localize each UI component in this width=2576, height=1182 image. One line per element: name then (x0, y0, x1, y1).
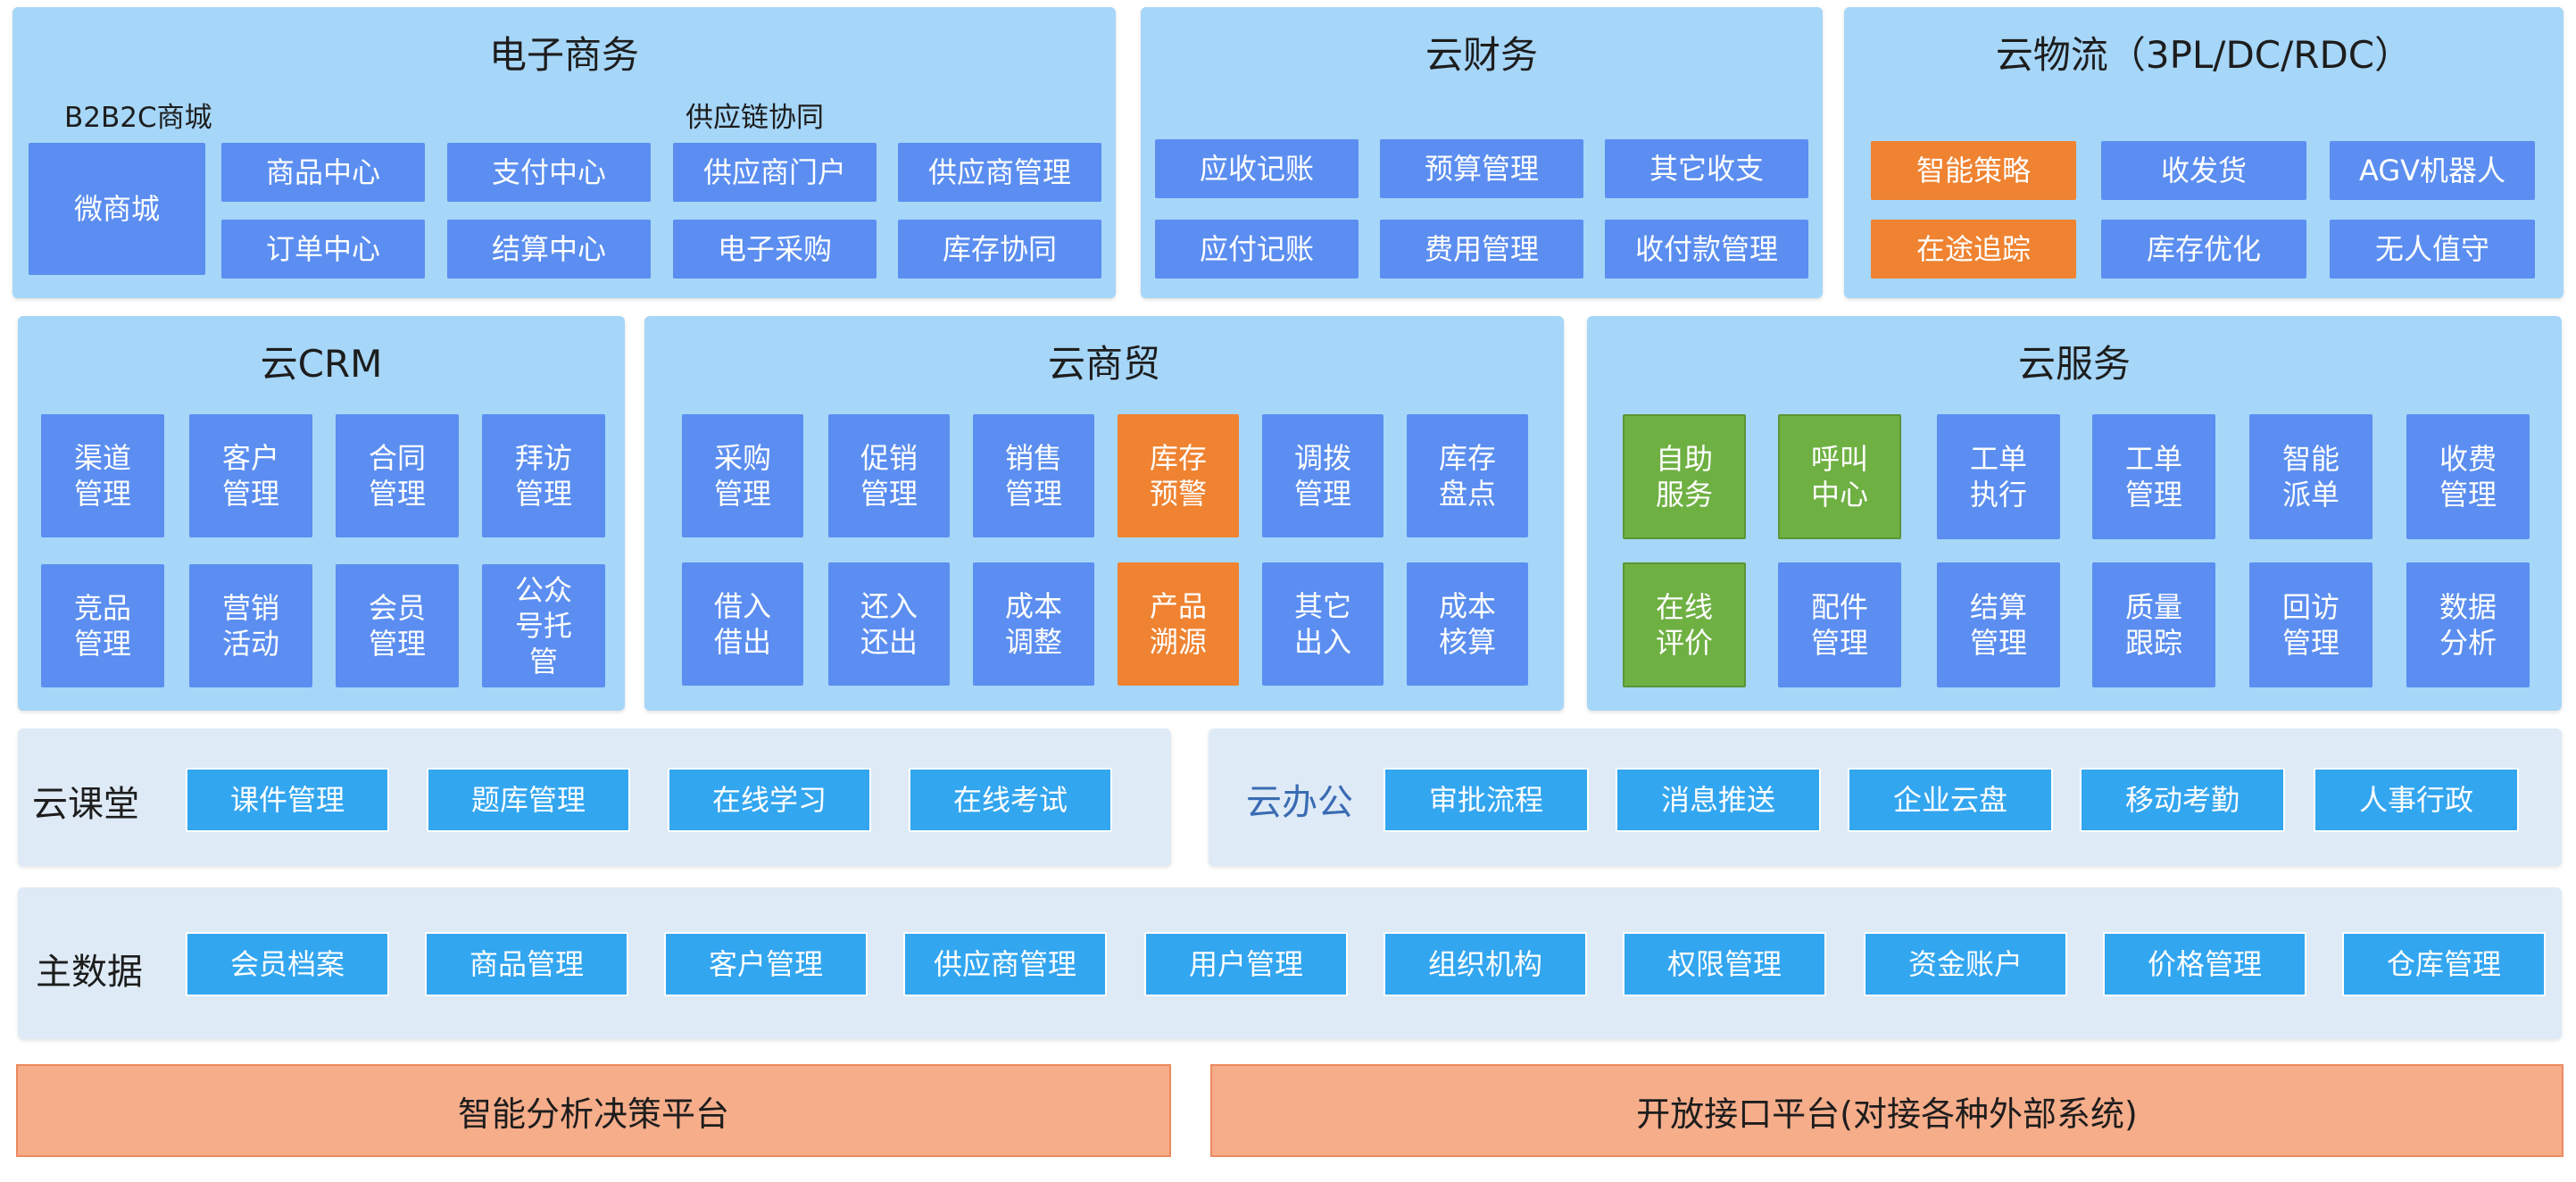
module-other-in-out[interactable]: 其它出入 (1262, 562, 1384, 686)
b2b2c-mall-label: B2B2C商城 (64, 102, 212, 134)
module-supplier-management[interactable]: 供应商管理 (898, 143, 1101, 202)
module-visit-management[interactable]: 拜访管理 (482, 414, 605, 537)
module-approval-flow[interactable]: 审批流程 (1384, 768, 1589, 832)
module-budget[interactable]: 预算管理 (1380, 139, 1583, 198)
module-self-service[interactable]: 自助服务 (1623, 414, 1746, 539)
module-permission-management[interactable]: 权限管理 (1623, 932, 1826, 996)
module-data-analysis[interactable]: 数据分析 (2406, 562, 2530, 687)
module-enterprise-cloud-drive[interactable]: 企业云盘 (1848, 768, 2053, 832)
module-customer-data[interactable]: 客户管理 (664, 932, 868, 996)
module-wechat-mall[interactable]: 微商城 (29, 143, 205, 275)
module-in-transit-tracking[interactable]: 在途追踪 (1871, 220, 2076, 279)
module-online-exam[interactable]: 在线考试 (909, 768, 1112, 832)
module-channel-management[interactable]: 渠道管理 (41, 414, 164, 537)
module-cost-accounting[interactable]: 成本核算 (1407, 562, 1528, 686)
module-supplier-data[interactable]: 供应商管理 (903, 932, 1107, 996)
crm-panel: 云CRM 渠道管理 客户管理 合同管理 拜访管理 竞品管理 营销活动 会员管理 … (18, 316, 625, 711)
module-official-account-hosting[interactable]: 公众号托管 (482, 564, 605, 687)
module-parts-management[interactable]: 配件管理 (1778, 562, 1901, 687)
logistics-panel: 云物流（3PL/DC/RDC） 智能策略 在途追踪 收发货 库存优化 AGV机器… (1844, 7, 2564, 298)
module-mobile-attendance[interactable]: 移动考勤 (2080, 768, 2285, 832)
module-transfer-management[interactable]: 调拨管理 (1262, 414, 1384, 537)
module-online-review[interactable]: 在线评价 (1623, 562, 1746, 687)
module-work-order-execution[interactable]: 工单执行 (1937, 414, 2060, 539)
module-billing-management[interactable]: 收费管理 (2406, 414, 2530, 539)
module-unmanned-duty[interactable]: 无人值守 (2330, 220, 2535, 279)
module-expense[interactable]: 费用管理 (1380, 220, 1583, 279)
crm-title: 云CRM (260, 342, 383, 386)
module-product-traceability[interactable]: 产品溯源 (1118, 562, 1239, 686)
module-payment-collection[interactable]: 收付款管理 (1605, 220, 1808, 279)
module-courseware[interactable]: 课件管理 (186, 768, 389, 832)
module-product-center[interactable]: 商品中心 (221, 143, 425, 202)
ecommerce-panel: 电子商务 B2B2C商城 供应链协同 微商城 商品中心 订单中心 支付中心 结算… (12, 7, 1116, 298)
module-fund-account[interactable]: 资金账户 (1864, 932, 2067, 996)
module-cost-adjustment[interactable]: 成本调整 (973, 562, 1094, 686)
module-product-management[interactable]: 商品管理 (425, 932, 628, 996)
module-message-push[interactable]: 消息推送 (1616, 768, 1821, 832)
module-inventory-collaboration[interactable]: 库存协同 (898, 220, 1101, 279)
module-sales-management[interactable]: 销售管理 (973, 414, 1094, 537)
logistics-title: 云物流（3PL/DC/RDC） (1995, 33, 2413, 77)
classroom-label: 云课堂 (32, 784, 139, 825)
module-borrow-in-out[interactable]: 借入借出 (682, 562, 803, 686)
module-settlement-center[interactable]: 结算中心 (447, 220, 651, 279)
module-contract-management[interactable]: 合同管理 (336, 414, 459, 537)
module-marketing-campaign[interactable]: 营销活动 (189, 564, 312, 687)
finance-title: 云财务 (1425, 33, 1538, 77)
trade-panel: 云商贸 采购管理 促销管理 销售管理 库存预警 调拨管理 库存盘点 借入借出 还… (644, 316, 1564, 711)
module-inventory-alert[interactable]: 库存预警 (1118, 414, 1239, 537)
analysis-platform[interactable]: 智能分析决策平台 (16, 1064, 1171, 1157)
service-panel: 云服务 自助服务 呼叫中心 工单执行 工单管理 智能派单 收费管理 在线评价 配… (1587, 316, 2562, 711)
module-order-center[interactable]: 订单中心 (221, 220, 425, 279)
module-smart-dispatch[interactable]: 智能派单 (2249, 414, 2372, 539)
module-warehouse-management[interactable]: 仓库管理 (2342, 932, 2546, 996)
module-smart-strategy[interactable]: 智能策略 (1871, 141, 2076, 200)
masterdata-panel: 主数据 会员档案 商品管理 客户管理 供应商管理 用户管理 组织机构 权限管理 … (18, 887, 2562, 1039)
module-customer-management[interactable]: 客户管理 (189, 414, 312, 537)
supply-chain-label: 供应链协同 (686, 102, 824, 134)
ecommerce-title: 电子商务 (488, 33, 639, 77)
office-panel: 云办公 审批流程 消息推送 企业云盘 移动考勤 人事行政 (1209, 728, 2562, 866)
module-payment-center[interactable]: 支付中心 (447, 143, 651, 202)
module-return-in-out[interactable]: 还入还出 (828, 562, 950, 686)
module-supplier-portal[interactable]: 供应商门户 (673, 143, 877, 202)
module-call-center[interactable]: 呼叫中心 (1778, 414, 1901, 539)
module-receiving-shipping[interactable]: 收发货 (2101, 141, 2306, 200)
module-member-management[interactable]: 会员管理 (336, 564, 459, 687)
module-receivables[interactable]: 应收记账 (1155, 139, 1359, 198)
module-follow-up-management[interactable]: 回访管理 (2249, 562, 2372, 687)
module-price-management[interactable]: 价格管理 (2103, 932, 2306, 996)
classroom-panel: 云课堂 课件管理 题库管理 在线学习 在线考试 (18, 728, 1171, 866)
module-work-order-management[interactable]: 工单管理 (2092, 414, 2215, 539)
module-agv-robot[interactable]: AGV机器人 (2330, 141, 2535, 200)
module-member-records[interactable]: 会员档案 (186, 932, 389, 996)
module-purchase-management[interactable]: 采购管理 (682, 414, 803, 537)
trade-title: 云商贸 (1047, 342, 1160, 386)
module-payables[interactable]: 应付记账 (1155, 220, 1359, 279)
finance-panel: 云财务 应收记账 应付记账 预算管理 费用管理 其它收支 收付款管理 (1141, 7, 1823, 298)
module-other-income-expense[interactable]: 其它收支 (1605, 139, 1808, 198)
module-online-learning[interactable]: 在线学习 (668, 768, 871, 832)
module-organization[interactable]: 组织机构 (1384, 932, 1587, 996)
module-quality-tracking[interactable]: 质量跟踪 (2092, 562, 2215, 687)
office-label: 云办公 (1246, 782, 1353, 823)
module-competitor-management[interactable]: 竞品管理 (41, 564, 164, 687)
module-promotion-management[interactable]: 促销管理 (828, 414, 950, 537)
masterdata-label: 主数据 (36, 952, 143, 993)
module-stocktaking[interactable]: 库存盘点 (1407, 414, 1528, 537)
module-e-procurement[interactable]: 电子采购 (673, 220, 877, 279)
service-title: 云服务 (2017, 342, 2131, 386)
module-question-bank[interactable]: 题库管理 (427, 768, 630, 832)
open-api-platform[interactable]: 开放接口平台(对接各种外部系统) (1210, 1064, 2564, 1157)
module-settlement-management[interactable]: 结算管理 (1937, 562, 2060, 687)
module-user-management[interactable]: 用户管理 (1144, 932, 1348, 996)
module-hr-admin[interactable]: 人事行政 (2314, 768, 2519, 832)
module-inventory-optimization[interactable]: 库存优化 (2101, 220, 2306, 279)
